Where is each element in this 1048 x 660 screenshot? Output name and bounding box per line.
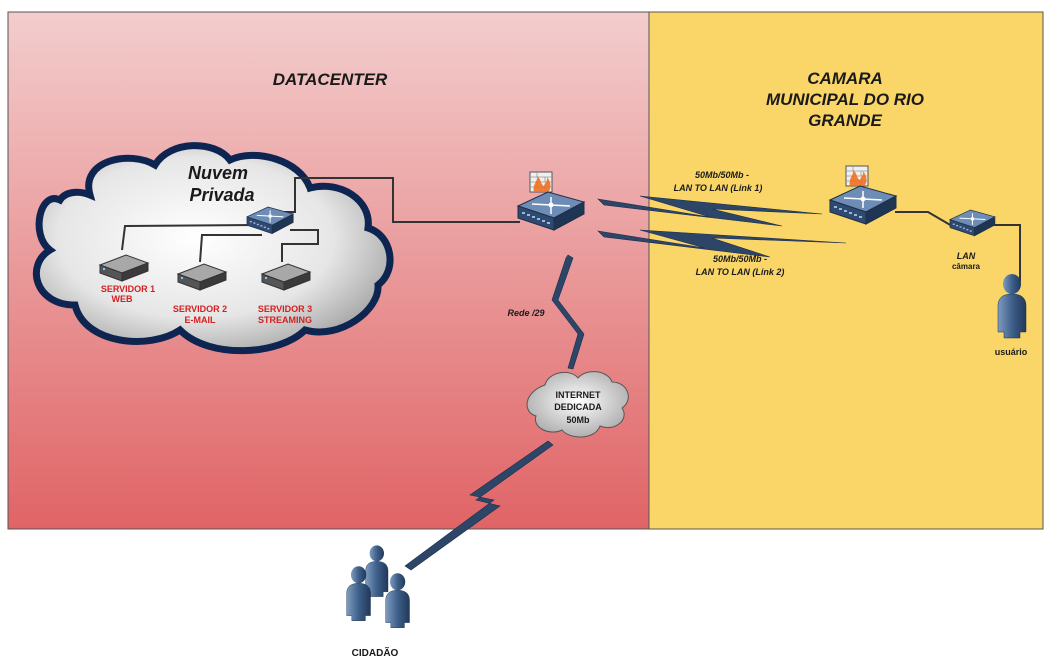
link-2-label-line2: LAN TO LAN (Link 2) [696, 267, 785, 277]
lan-label-line2: câmara [952, 262, 981, 271]
server-2-label-line1: SERVIDOR 2 [173, 304, 227, 314]
internet-label-line1: INTERNET [556, 390, 602, 400]
private-cloud [32, 142, 394, 355]
server-3-label-line1: SERVIDOR 3 [258, 304, 312, 314]
citizen-label: CIDADÃO [352, 646, 399, 659]
cloud-icon [526, 371, 629, 438]
internet-label-line2: DEDICADA [554, 402, 602, 412]
network-label: Rede /29 [507, 308, 544, 318]
camara-zone [648, 11, 1044, 530]
lan-label-line1: LAN [957, 251, 976, 261]
citizen-connection [404, 440, 554, 571]
user-label: usuário [995, 347, 1028, 357]
camara-title-line1: CAMARA [807, 69, 883, 88]
cloud-cabling [121, 177, 520, 263]
camara-title-line2: MUNICIPAL DO RIO [766, 90, 924, 109]
camara-cabling [895, 211, 1021, 282]
camara-title-line3: GRANDE [808, 111, 882, 130]
server-2-label-line2: E-MAIL [185, 315, 216, 325]
link-2-connection [597, 229, 847, 258]
people-group-icon [346, 545, 410, 628]
server-1-label-line1: SERVIDOR 1 [101, 284, 155, 294]
link-2-label-line1: 50Mb/50Mb - [713, 254, 767, 264]
server-3-label-line2: STREAMING [258, 315, 312, 325]
link-1-connection [597, 195, 823, 227]
internet-label-line3: 50Mb [566, 415, 590, 425]
wan-links [404, 195, 847, 571]
router-firewall-icon [845, 165, 869, 187]
internet-connection [551, 254, 585, 370]
link-1-label-line1: 50Mb/50Mb - [695, 170, 749, 180]
cloud-title-line1: Nuvem [188, 163, 248, 183]
datacenter-title: DATACENTER [273, 70, 388, 89]
server-1-label-line2: WEB [112, 294, 133, 304]
link-1-label-line2: LAN TO LAN (Link 1) [674, 183, 763, 193]
router-firewall-icon [529, 171, 553, 193]
cloud-title-line2: Privada [189, 185, 254, 205]
